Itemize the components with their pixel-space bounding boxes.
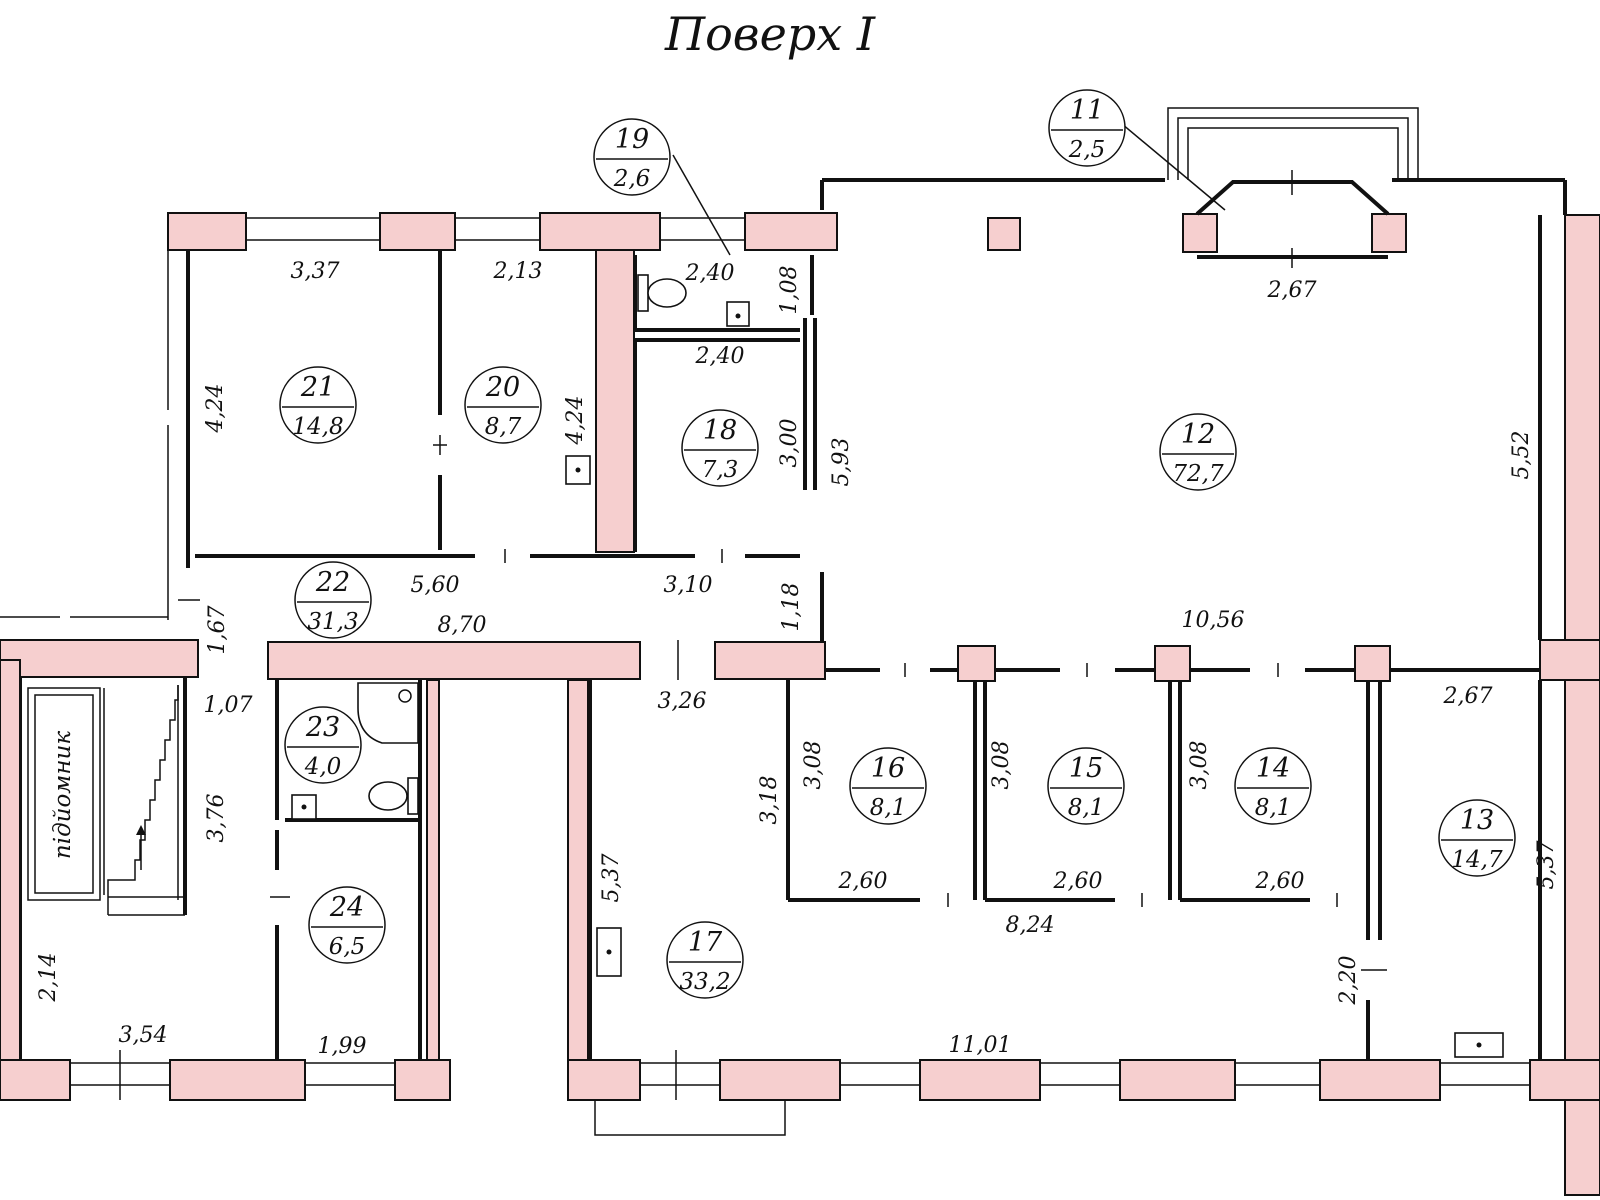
- svg-text:8,1: 8,1: [1068, 795, 1105, 821]
- dimension-label: 5,60: [411, 573, 460, 598]
- dimension-label: 5,37: [1534, 841, 1559, 890]
- svg-text:14,8: 14,8: [292, 414, 343, 440]
- dimension-label: 1,18: [779, 583, 804, 632]
- dimension-label: 8,24: [1006, 913, 1055, 938]
- dimension-label: 1,67: [205, 606, 230, 655]
- svg-text:8,1: 8,1: [870, 795, 907, 821]
- room-17-label: 17 33,2: [666, 921, 744, 999]
- shower-icon: [357, 682, 419, 744]
- dimension-label: 2,40: [685, 261, 735, 286]
- svg-text:8,1: 8,1: [1255, 795, 1292, 821]
- room-21-label: 21 14,8: [279, 366, 357, 444]
- svg-text:7,3: 7,3: [702, 457, 739, 483]
- svg-text:2,5: 2,5: [1068, 137, 1106, 163]
- svg-text:2,6: 2,6: [613, 166, 651, 192]
- dimension-label: 3,08: [989, 741, 1014, 790]
- room-11-label: 11 2,5: [1048, 89, 1126, 167]
- dimension-label: 5,93: [829, 438, 854, 487]
- svg-text:21: 21: [300, 372, 335, 403]
- svg-text:20: 20: [485, 372, 520, 403]
- room-24-label: 24 6,5: [308, 886, 386, 964]
- svg-text:22: 22: [315, 567, 350, 598]
- dimension-label: 2,67: [1443, 684, 1493, 709]
- svg-text:24: 24: [329, 892, 364, 923]
- dimension-label: 2,13: [493, 259, 543, 284]
- svg-text:31,3: 31,3: [307, 609, 358, 635]
- dimension-label: 2,20: [1336, 956, 1361, 1006]
- dimension-label: 5,52: [1509, 431, 1534, 480]
- svg-text:23: 23: [305, 712, 340, 743]
- sink-icon: [291, 794, 317, 820]
- stair-arrow-icon: [136, 825, 146, 870]
- sink-icon: [596, 927, 622, 977]
- svg-text:6,5: 6,5: [329, 934, 366, 960]
- room-13-label: 13 14,7: [1438, 799, 1516, 877]
- dimension-label: 2,60: [1053, 869, 1103, 894]
- dimension-label: 1,99: [318, 1034, 367, 1059]
- svg-text:8,7: 8,7: [485, 414, 522, 440]
- svg-text:4,0: 4,0: [304, 754, 342, 780]
- dimension-label: 2,60: [1255, 869, 1305, 894]
- dimensions: 3,37 2,13 2,40 1,08 2,67 4,24 4,24 2,40 …: [36, 259, 1559, 1059]
- room-bubbles: 11 2,5 12 72,7 13 14,7 14 8,1 15 8,1: [279, 89, 1516, 999]
- dimension-label: 1,08: [777, 266, 802, 315]
- sink-icon: [565, 455, 591, 485]
- leader-lines: [672, 123, 1226, 256]
- toilet-icon: [368, 777, 419, 815]
- dimension-label: 5,37: [599, 854, 624, 903]
- room-12-label: 12 72,7: [1159, 413, 1237, 491]
- svg-text:16: 16: [871, 753, 905, 784]
- dimension-label: 3,08: [801, 741, 826, 790]
- dimension-label: 4,24: [203, 384, 228, 434]
- room-20-label: 20 8,7: [464, 366, 542, 444]
- room-15-label: 15 8,1: [1047, 747, 1125, 825]
- dimension-label: 3,26: [658, 689, 707, 714]
- svg-text:33,2: 33,2: [679, 969, 730, 995]
- dimension-label: 3,08: [1187, 741, 1212, 790]
- floor-title: Поверх I: [664, 7, 876, 61]
- svg-text:13: 13: [1460, 805, 1494, 836]
- dimension-label: 3,37: [291, 259, 340, 284]
- lift-and-stairs: підйомник: [27, 685, 185, 916]
- toilet-icon: [637, 274, 687, 312]
- svg-text:15: 15: [1069, 753, 1103, 784]
- dimension-label: 1,07: [204, 693, 253, 718]
- dimension-label: 11,01: [949, 1033, 1012, 1058]
- svg-text:14: 14: [1256, 753, 1290, 784]
- svg-text:17: 17: [688, 927, 723, 958]
- room-23-label: 23 4,0: [284, 706, 362, 784]
- svg-text:11: 11: [1070, 95, 1104, 126]
- wall-piers: [0, 212, 1600, 1196]
- dimension-label: 3,54: [119, 1023, 168, 1048]
- dimension-label: 2,67: [1267, 278, 1317, 303]
- dimension-label: 2,40: [695, 344, 745, 369]
- svg-text:19: 19: [615, 124, 649, 155]
- room-19-label: 19 2,6: [593, 118, 671, 196]
- svg-text:72,7: 72,7: [1172, 461, 1224, 487]
- fixtures: [291, 274, 1504, 1058]
- sink-icon: [726, 301, 750, 327]
- svg-text:18: 18: [703, 415, 737, 446]
- dimension-label: 2,60: [838, 869, 888, 894]
- dimension-label: 4,24: [563, 396, 588, 446]
- room-18-label: 18 7,3: [681, 409, 759, 487]
- dimension-label: 3,10: [664, 573, 713, 598]
- sink-icon: [1454, 1032, 1504, 1058]
- dimension-label: 3,18: [757, 776, 782, 825]
- lift-label: підйомник: [50, 731, 76, 859]
- dimension-label: 10,56: [1182, 608, 1245, 633]
- room-22-label: 22 31,3: [294, 561, 372, 639]
- svg-text:12: 12: [1181, 419, 1215, 450]
- balcony: [1167, 107, 1419, 268]
- room-14-label: 14 8,1: [1234, 747, 1312, 825]
- room-16-label: 16 8,1: [849, 747, 927, 825]
- dimension-label: 8,70: [438, 613, 487, 638]
- svg-text:14,7: 14,7: [1451, 847, 1503, 873]
- dimension-label: 3,00: [777, 419, 802, 468]
- dimension-label: 2,14: [36, 953, 61, 1003]
- dimension-label: 3,76: [204, 794, 229, 843]
